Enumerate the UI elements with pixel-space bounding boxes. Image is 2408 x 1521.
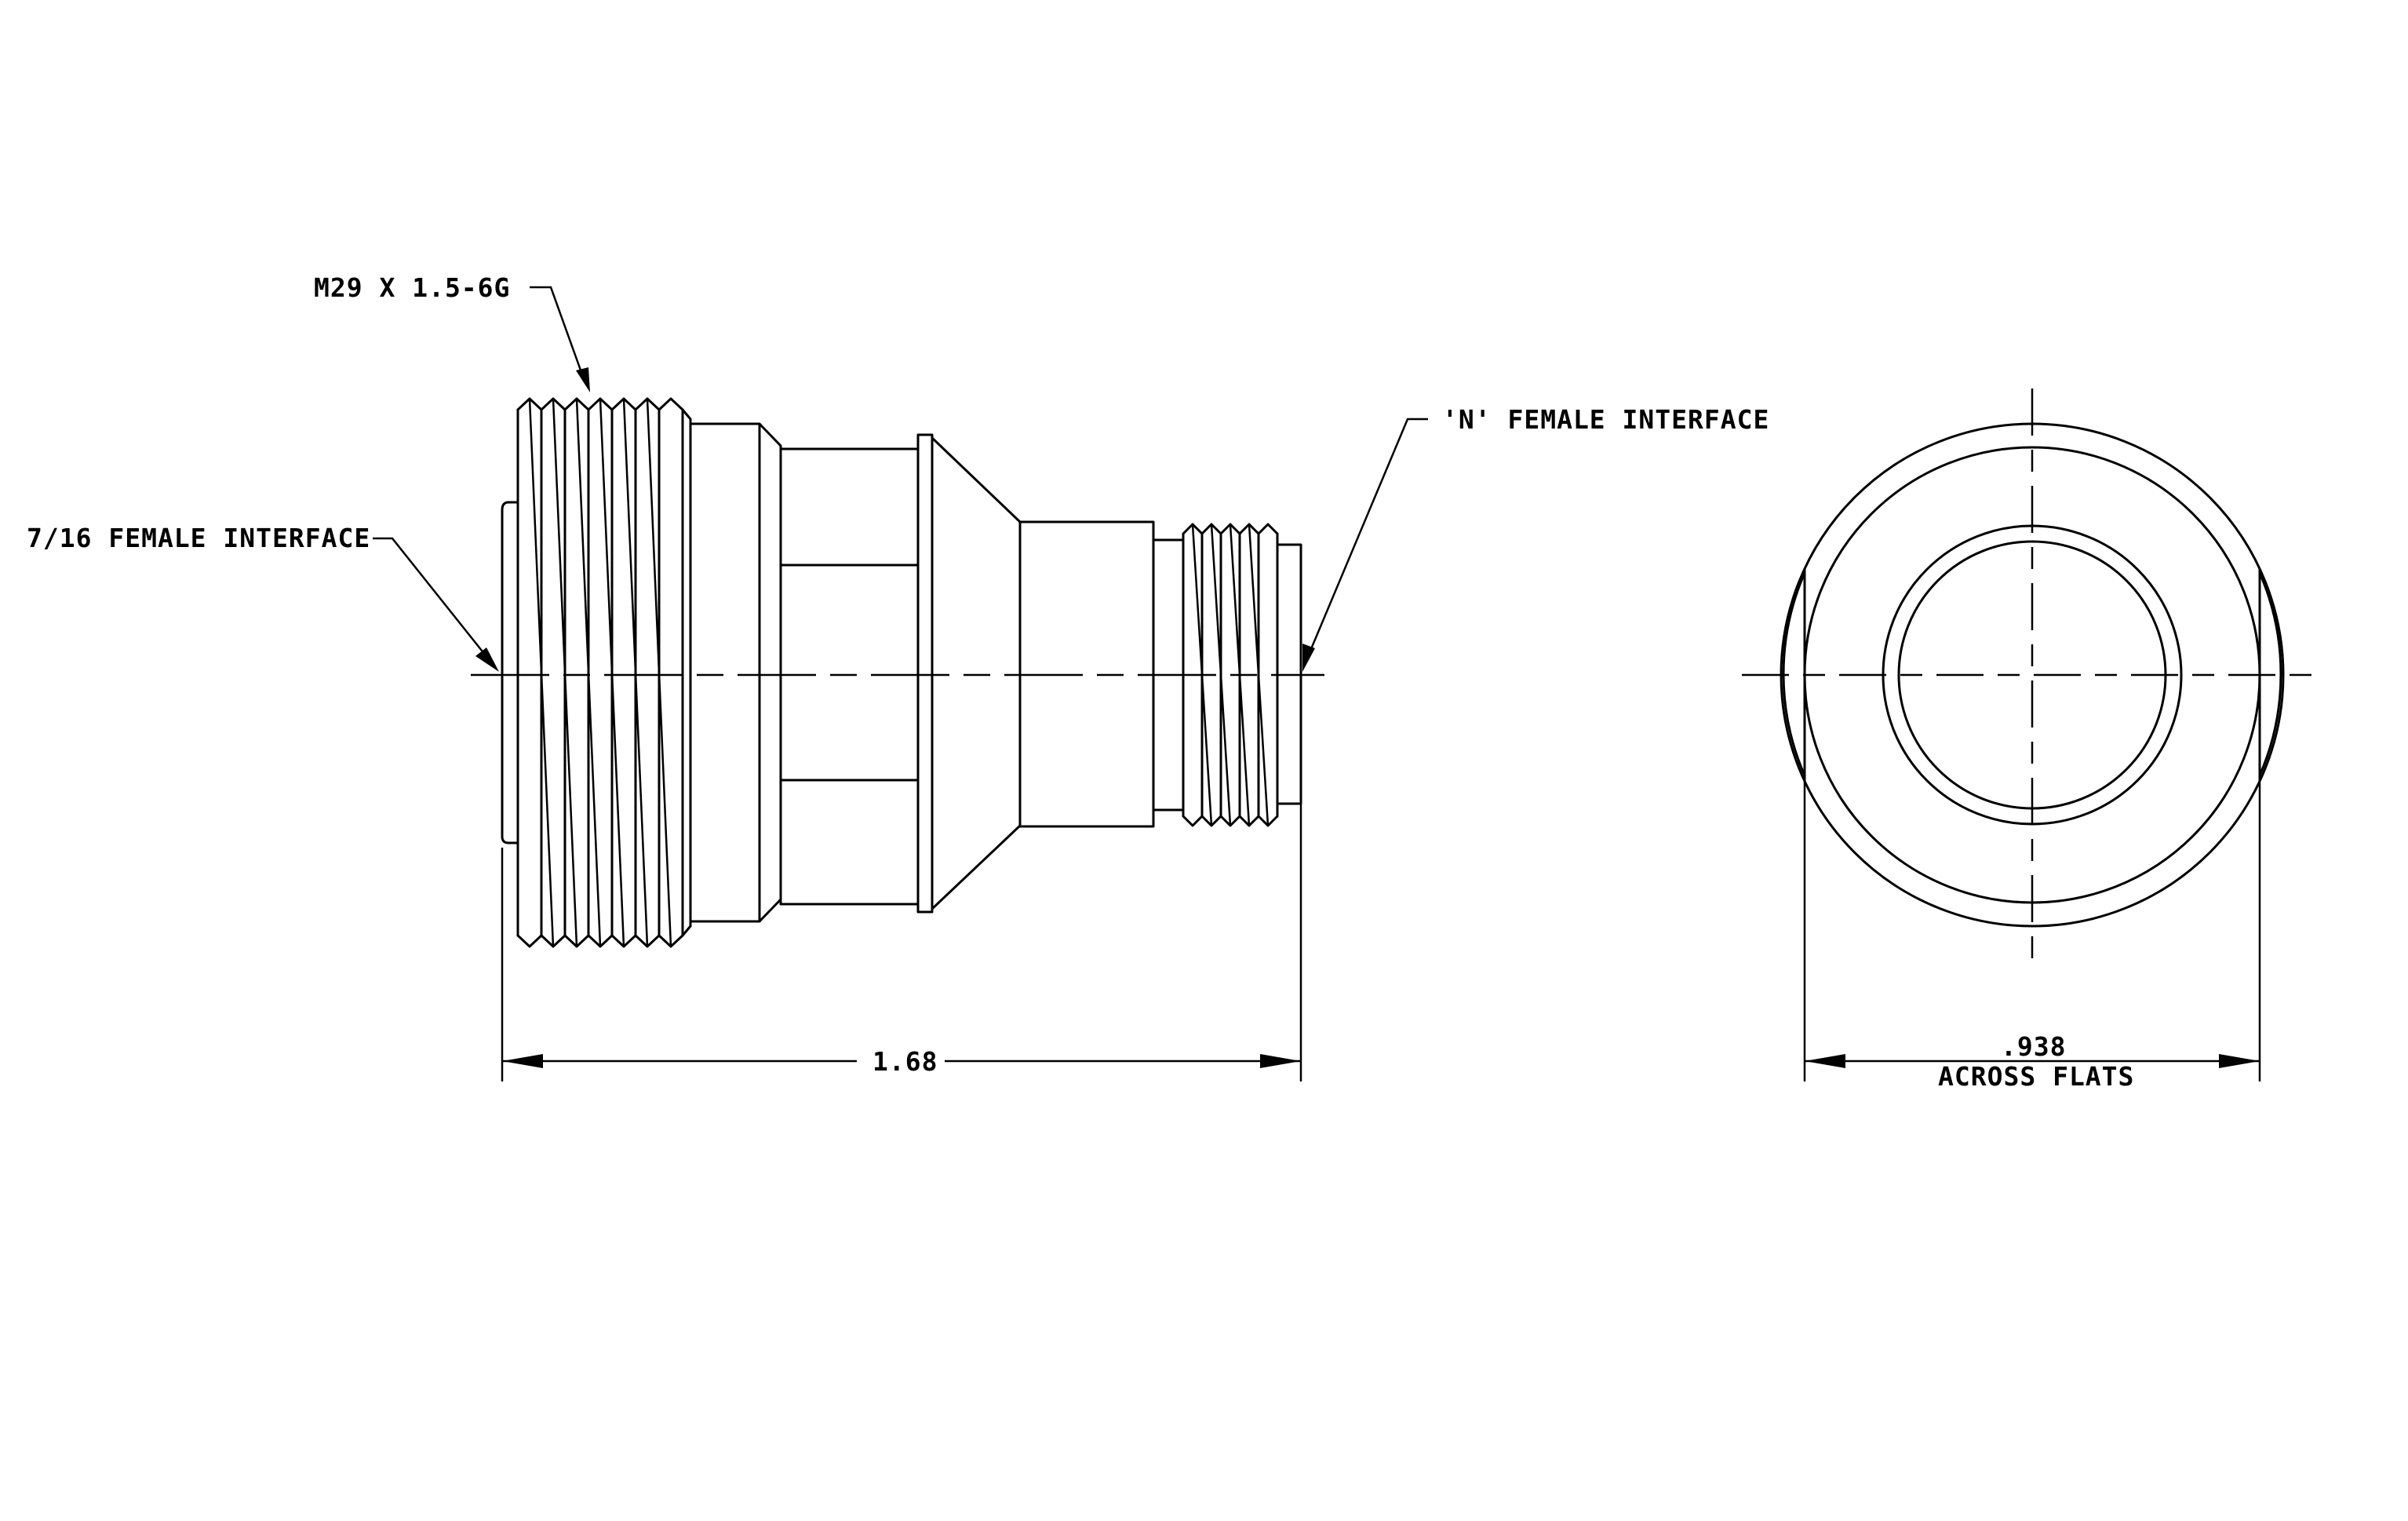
m29-thread (516, 397, 692, 948)
length-dimension-label: 1.68 (872, 1046, 938, 1077)
flats-dimension-label: .938 (2001, 1031, 2066, 1062)
thread-callout-leader (530, 286, 590, 392)
flange (916, 433, 934, 914)
interface-n-label: 'N' FEMALE INTERFACE (1442, 404, 1769, 435)
side-view (471, 397, 1324, 948)
end-view (1742, 388, 2315, 961)
face-plate (501, 501, 519, 844)
length-dimension (501, 675, 1302, 1081)
taper (931, 436, 1022, 910)
interface-n-leader (1302, 418, 1428, 672)
hex-body (779, 447, 920, 906)
interface-7-16-label: 7/16 FEMALE INTERFACE (27, 523, 370, 553)
flats-note-label: ACROSS FLATS (1938, 1061, 2134, 1092)
interface-7-16-leader (373, 537, 499, 672)
shoulder (689, 422, 782, 923)
thread-callout-label: M29 X 1.5-6G (314, 272, 510, 303)
flats-dimension (1803, 780, 2261, 1081)
